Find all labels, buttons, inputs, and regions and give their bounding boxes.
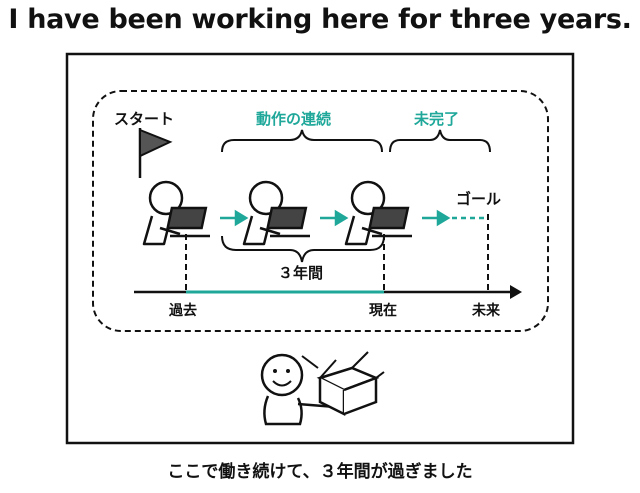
flag-icon (138, 128, 173, 178)
outer-frame (65, 52, 575, 445)
time-axis-arrowhead (510, 285, 522, 299)
label-past: 過去 (168, 302, 197, 319)
worker-with-laptop-icon (242, 180, 312, 246)
caption: ここで働き続けて、３年間が過ぎました (167, 462, 473, 482)
label-incomplete: 未完了 (413, 110, 459, 128)
label-goal: ゴール (456, 190, 501, 208)
label-three-years: ３年間 (278, 264, 323, 282)
arrow-right-icon (220, 209, 451, 227)
person-holding-box-icon (260, 351, 385, 426)
worker-with-laptop-icon (344, 180, 414, 246)
label-present: 現在 (369, 302, 397, 319)
label-future: 未来 (472, 302, 501, 319)
label-continuous-action: 動作の連続 (256, 110, 331, 128)
worker-with-laptop-icon (142, 180, 212, 246)
dashed-region (92, 90, 549, 332)
brace-three-years (221, 235, 385, 263)
label-start: スタート (114, 110, 174, 128)
brace-continuous (221, 129, 383, 153)
brace-incomplete (389, 129, 491, 153)
page-title: I have been working here for three years… (8, 4, 632, 35)
